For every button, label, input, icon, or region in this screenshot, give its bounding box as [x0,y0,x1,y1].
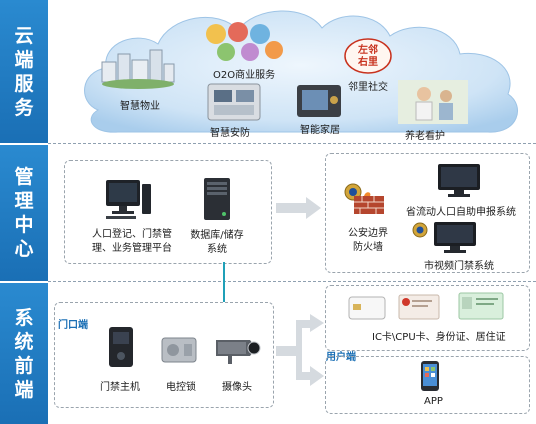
door-end-box [54,302,274,408]
sidebar-char: 云 [14,24,34,47]
user-end-box-bottom [325,356,530,414]
user-end-box-top [325,285,530,351]
user-end-label: 用户端 [326,352,356,363]
computer-icon [432,220,478,254]
firewall-label-line1: 公安边界 [348,228,388,239]
camera-icon [210,336,264,366]
platform-label-line2: 理、业务管理平台 [92,243,172,254]
sidebar-char: 中 [14,214,34,236]
sidebar-management-center: 管 理 中 心 [0,145,48,281]
sidebar-char: 前 [14,354,34,377]
platform-label-line1: 人口登记、门禁管 [92,229,172,240]
sidebar-cloud-service: 云 端 服 务 [0,0,48,143]
police-badge-icon [412,222,428,238]
svg-text:左邻: 左邻 [357,43,378,56]
firewall-label-line2: 防火墙 [353,242,383,253]
svg-text:右里: 右里 [357,55,378,68]
floating-population-label: 省流动人口自助申报系统 [406,207,516,218]
id-card-icon [398,294,440,320]
cards-label: IC卡\CPU卡、身份证、居住证 [372,332,506,343]
o2o-label: O2O商业服务 [213,70,276,81]
elder-care-image [398,80,468,124]
smart-security-image [206,82,262,122]
section-divider [48,281,536,282]
electric-lock-label: 电控锁 [166,382,196,393]
sidebar-char: 系 [14,306,34,329]
arrow-right-icon [276,314,324,386]
sidebar-char: 务 [14,96,34,119]
social-logo: 左邻 右里 [343,36,393,76]
sidebar-char: 服 [14,72,34,95]
sidebar-char: 管 [14,166,34,188]
sidebar-char: 端 [14,378,34,401]
ic-card-icon [348,296,386,320]
access-host-icon [108,326,134,368]
elder-care-label: 养老看护 [405,131,445,142]
camera-label: 摄像头 [222,382,252,393]
sidebar-system-frontend: 系 统 前 端 [0,283,48,424]
electric-lock-icon [160,334,198,366]
smart-property-label: 智慧物业 [120,101,160,112]
video-access-label: 市视频门禁系统 [424,261,494,272]
access-host-label: 门禁主机 [100,382,140,393]
sidebar-char: 心 [14,238,34,260]
platform-box [64,160,272,264]
smart-security-label: 智慧安防 [210,128,250,139]
social-label: 邻里社交 [348,82,388,93]
o2o-image [202,20,288,64]
sidebar-char: 统 [14,330,34,353]
server-icon [202,176,232,222]
connector-line [223,262,225,302]
computer-icon [436,162,482,198]
smart-home-label: 智能家居 [300,125,340,136]
db-label-line1: 数据库/储存 [190,230,244,241]
firewall-icon [352,190,386,216]
residence-card-icon [458,292,504,320]
section-divider [48,143,536,144]
db-label-line2: 系统 [207,244,227,255]
arrow-right-icon [276,197,321,219]
smart-property-image [98,40,176,90]
public-security-box [325,153,530,273]
app-label: APP [424,396,443,407]
sidebar-char: 理 [14,190,34,212]
smart-home-image [296,84,342,118]
door-end-label: 门口端 [58,320,88,331]
phone-app-icon [420,360,440,392]
sidebar-char: 端 [14,48,34,71]
computer-icon [104,178,152,220]
